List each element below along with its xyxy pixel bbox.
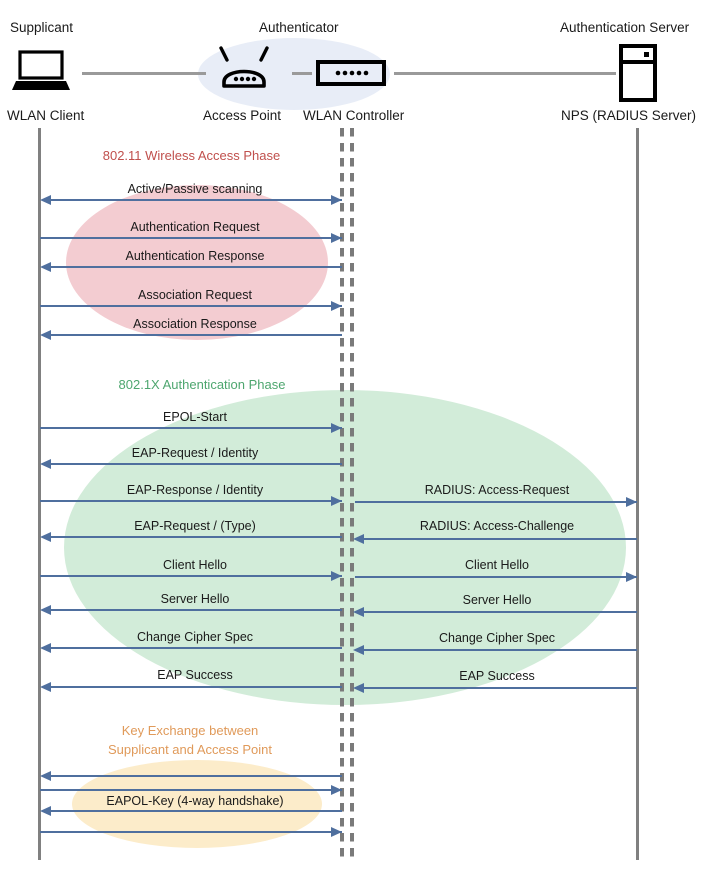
lifeline-wlan-controller <box>350 128 354 860</box>
message-label-radius-access-request: RADIUS: Access-Request <box>424 483 570 497</box>
message-line <box>40 427 342 429</box>
message-line <box>44 810 342 812</box>
wlan-controller-icon <box>316 60 386 86</box>
message-line <box>44 199 342 201</box>
arrowhead-left-icon <box>40 195 51 205</box>
lifeline-supplicant <box>38 128 41 860</box>
phase-label-key-exchange-line2: Supplicant and Access Point <box>107 742 273 757</box>
lifeline-access-point <box>340 128 344 860</box>
arrowhead-right-icon <box>331 496 342 506</box>
message-line <box>44 334 342 336</box>
arrowhead-right-icon <box>331 195 342 205</box>
message-label-eapol-key-handshake: EAPOL-Key (4-way handshake) <box>106 794 284 808</box>
message-line <box>40 305 342 307</box>
message-label-eap-success-left: EAP Success <box>157 668 233 682</box>
arrowhead-left-icon <box>40 643 51 653</box>
arrowhead-right-icon <box>331 301 342 311</box>
arrowhead-left-icon <box>40 459 51 469</box>
message-label-client-hello-right: Client Hello <box>465 558 529 572</box>
actor-device-wlan-client: WLAN Client <box>7 108 85 123</box>
message-label-change-cipher-spec-left: Change Cipher Spec <box>136 630 254 644</box>
arrowhead-left-icon <box>40 262 51 272</box>
message-label-change-cipher-spec-right: Change Cipher Spec <box>438 631 556 645</box>
message-line <box>357 687 637 689</box>
arrowhead-left-icon <box>353 683 364 693</box>
arrowhead-right-icon <box>331 423 342 433</box>
lifeline-authentication-server <box>636 128 639 860</box>
arrowhead-right-icon <box>331 827 342 837</box>
message-label-eap-request-type: EAP-Request / (Type) <box>134 519 256 533</box>
actor-role-authentication-server: Authentication Server <box>560 20 690 35</box>
actor-device-wlan-controller: WLAN Controller <box>303 108 405 123</box>
message-label-client-hello-left: Client Hello <box>163 558 227 572</box>
actor-role-supplicant: Supplicant <box>10 20 74 35</box>
message-label-association-request: Association Request <box>138 288 252 302</box>
message-line <box>40 237 342 239</box>
arrowhead-left-icon <box>40 532 51 542</box>
message-label-eapol-start: EPOL-Start <box>163 410 227 424</box>
message-line <box>357 649 637 651</box>
message-label-authentication-response: Authentication Response <box>125 249 265 263</box>
message-line <box>357 538 637 540</box>
phase-label-wireless-access: 802.11 Wireless Access Phase <box>102 148 281 163</box>
arrowhead-left-icon <box>40 682 51 692</box>
message-line <box>40 831 342 833</box>
arrowhead-left-icon <box>40 330 51 340</box>
phase-label-key-exchange-line1: Key Exchange between <box>121 723 259 738</box>
message-line <box>44 463 342 465</box>
actor-role-authenticator: Authenticator <box>259 20 339 35</box>
arrowhead-left-icon <box>40 806 51 816</box>
message-line <box>44 536 342 538</box>
message-label-authentication-request: Authentication Request <box>130 220 260 234</box>
message-label-eap-request-identity: EAP-Request / Identity <box>131 446 259 460</box>
message-label-radius-access-challenge: RADIUS: Access-Challenge <box>419 519 575 533</box>
phase-label-dot1x: 802.1X Authentication Phase <box>118 377 286 392</box>
message-line <box>40 500 342 502</box>
phase-blob-key-exchange <box>72 760 322 848</box>
link-ap-to-controller <box>292 72 312 75</box>
message-label-active-passive-scanning: Active/Passive scanning <box>127 182 263 196</box>
arrowhead-left-icon <box>353 645 364 655</box>
phase-blob-wireless-access <box>66 185 328 340</box>
arrowhead-left-icon <box>40 771 51 781</box>
message-line <box>44 775 342 777</box>
arrowhead-right-icon <box>331 785 342 795</box>
message-line <box>44 609 342 611</box>
message-line <box>40 789 342 791</box>
message-label-eap-success-right: EAP Success <box>459 669 535 683</box>
message-label-server-hello-left: Server Hello <box>160 592 230 606</box>
phase-blob-dot1x <box>64 390 626 705</box>
server-icon <box>619 44 657 102</box>
access-point-icon <box>219 46 269 88</box>
laptop-icon <box>12 50 70 90</box>
arrowhead-right-icon <box>331 233 342 243</box>
message-line <box>357 611 637 613</box>
arrowhead-right-icon <box>626 497 637 507</box>
message-line <box>355 501 637 503</box>
message-line <box>355 576 637 578</box>
message-line <box>40 575 342 577</box>
arrowhead-left-icon <box>353 534 364 544</box>
link-client-to-ap <box>82 72 206 75</box>
arrowhead-left-icon <box>40 605 51 615</box>
arrowhead-right-icon <box>626 572 637 582</box>
arrowhead-left-icon <box>353 607 364 617</box>
link-controller-to-server <box>394 72 616 75</box>
arrowhead-right-icon <box>331 571 342 581</box>
message-label-server-hello-right: Server Hello <box>462 593 532 607</box>
actor-device-nps-radius-server: NPS (RADIUS Server) <box>561 108 697 123</box>
message-line <box>44 266 342 268</box>
message-label-association-response: Association Response <box>133 317 257 331</box>
actor-device-access-point: Access Point <box>203 108 282 123</box>
message-line <box>44 647 342 649</box>
message-label-eap-response-identity: EAP-Response / Identity <box>126 483 264 497</box>
message-line <box>44 686 342 688</box>
